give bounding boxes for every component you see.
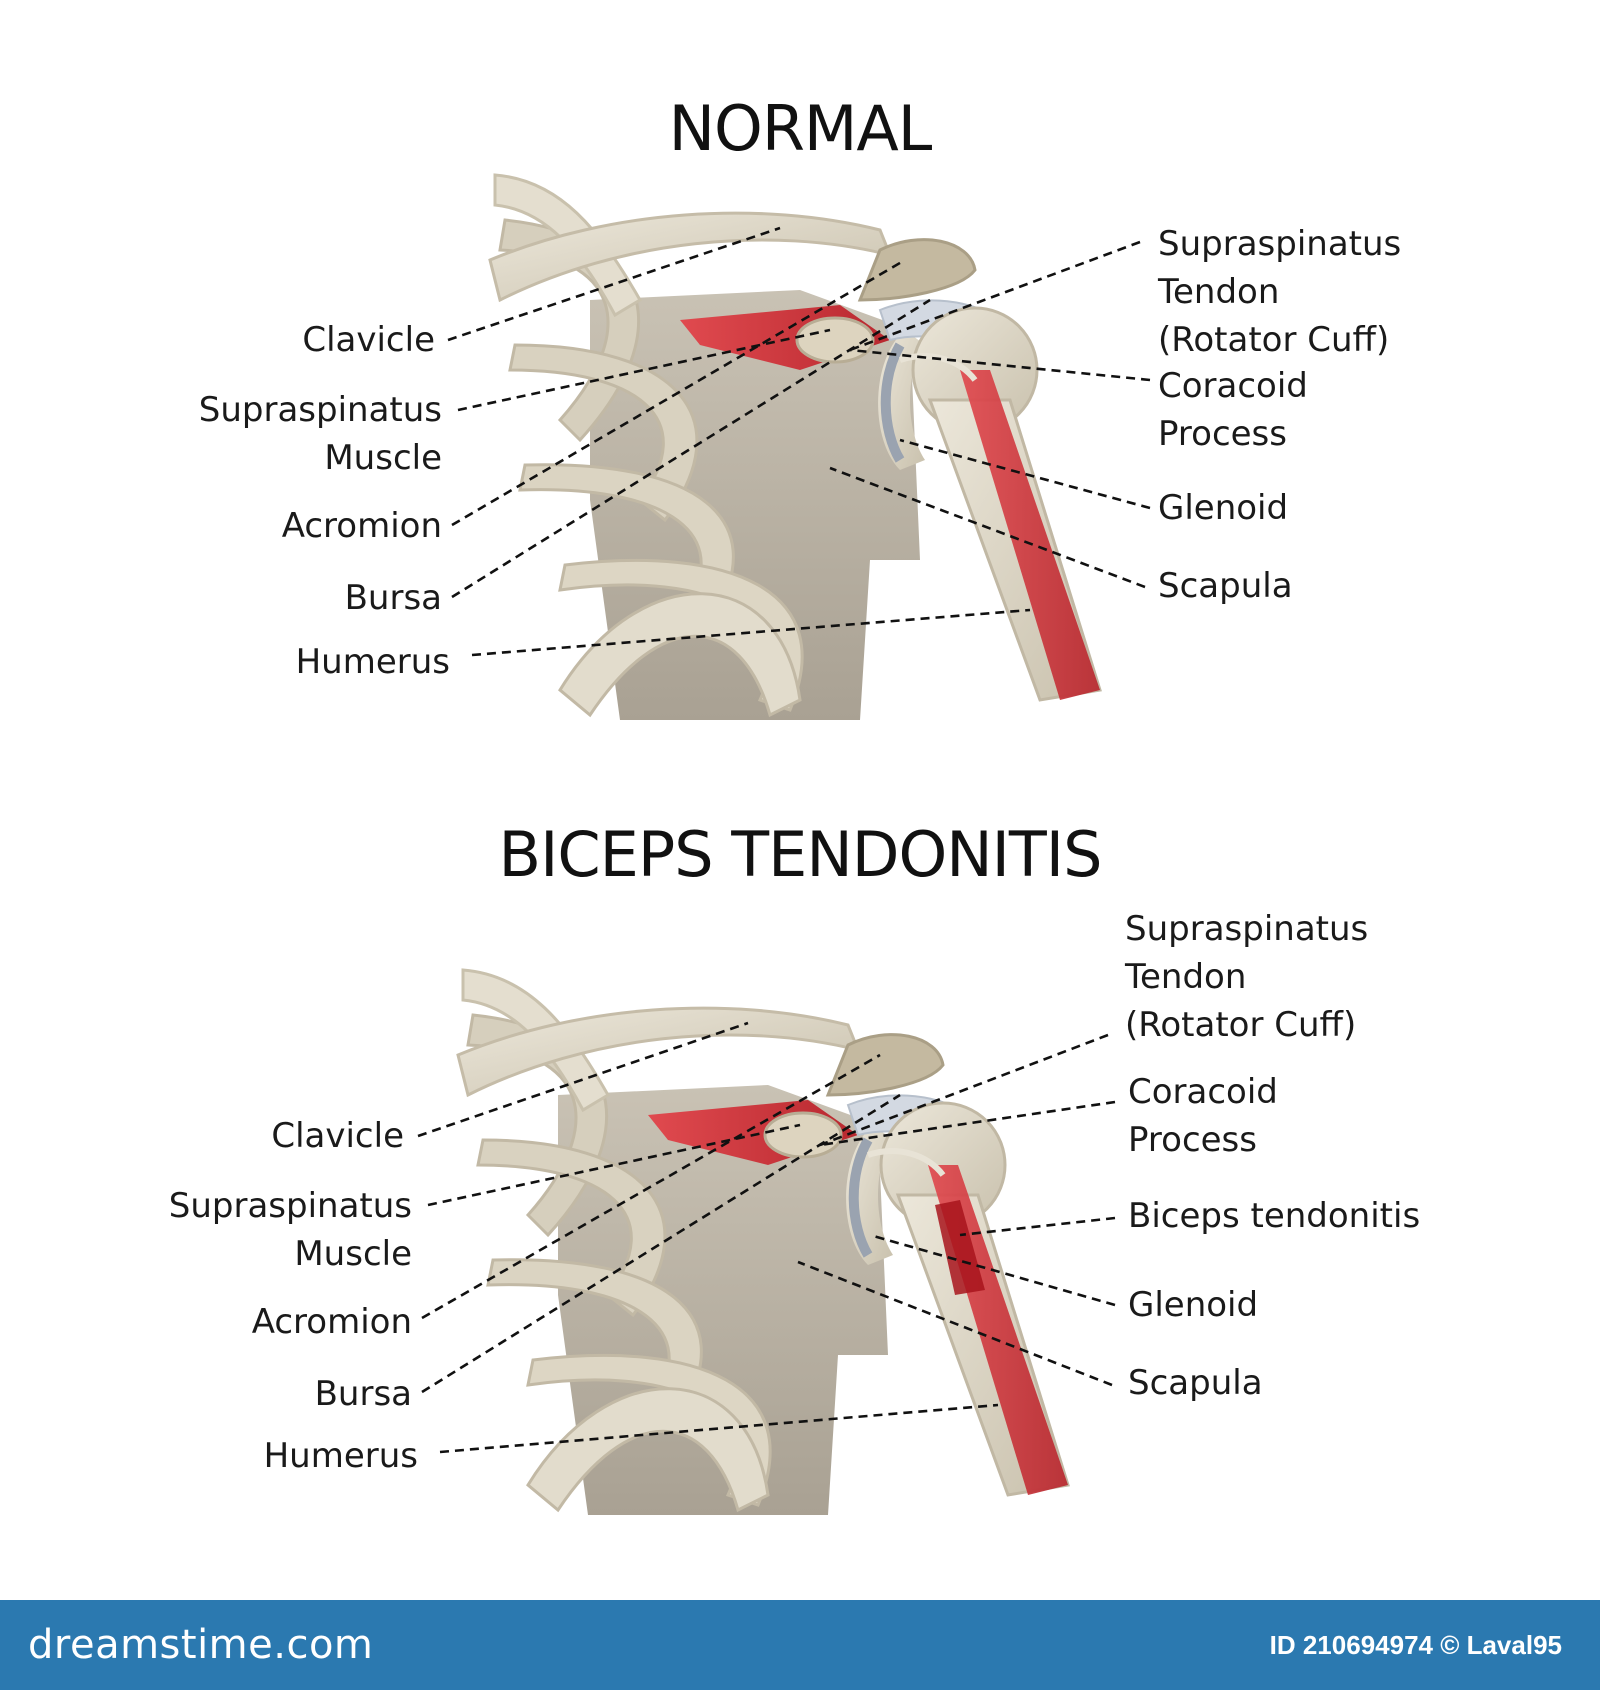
- label-biceps-tendonitis: Biceps tendonitis: [1128, 1196, 1421, 1236]
- label-scapula: Scapula: [1158, 566, 1293, 606]
- label-coracoid-process: Coracoid Process: [1158, 366, 1308, 454]
- label-acromion: Acromion: [281, 506, 442, 546]
- footer-credit: ID 210694974 © Laval95: [1269, 1630, 1562, 1660]
- label-supraspinatus-muscle-2: Supraspinatus Muscle: [168, 1186, 412, 1274]
- label-acromion-2: Acromion: [251, 1302, 412, 1342]
- label-coracoid-process-2: Coracoid Process: [1128, 1072, 1278, 1160]
- leader-lines-normal: [447, 226, 1151, 657]
- footer-brand[interactable]: dreamstime.com: [28, 1622, 374, 1668]
- label-clavicle-2: Clavicle: [271, 1116, 404, 1156]
- panel-title-normal: NORMAL: [668, 92, 933, 165]
- label-supraspinatus-tendon: Supraspinatus Tendon (Rotator Cuff): [1158, 224, 1402, 360]
- footer-bar: dreamstime.com ID 210694974 © Laval95: [0, 1600, 1600, 1690]
- label-humerus-2: Humerus: [263, 1436, 418, 1476]
- label-humerus: Humerus: [295, 642, 450, 682]
- label-clavicle: Clavicle: [302, 320, 435, 360]
- shoulder-normal-illustration: [490, 175, 1100, 720]
- label-supraspinatus-tendon-2: Supraspinatus Tendon (Rotator Cuff): [1125, 909, 1369, 1045]
- label-supraspinatus-muscle: Supraspinatus Muscle: [198, 390, 442, 478]
- shoulder-tendonitis-illustration: [458, 970, 1068, 1515]
- leader-lines-tendonitis: [417, 1021, 1116, 1454]
- label-glenoid: Glenoid: [1158, 488, 1289, 528]
- panel-title-tendonitis: BICEPS TENDONITIS: [498, 818, 1103, 891]
- label-scapula-2: Scapula: [1128, 1363, 1263, 1403]
- label-glenoid-2: Glenoid: [1128, 1285, 1259, 1325]
- label-bursa: Bursa: [344, 578, 442, 618]
- label-bursa-2: Bursa: [314, 1374, 412, 1414]
